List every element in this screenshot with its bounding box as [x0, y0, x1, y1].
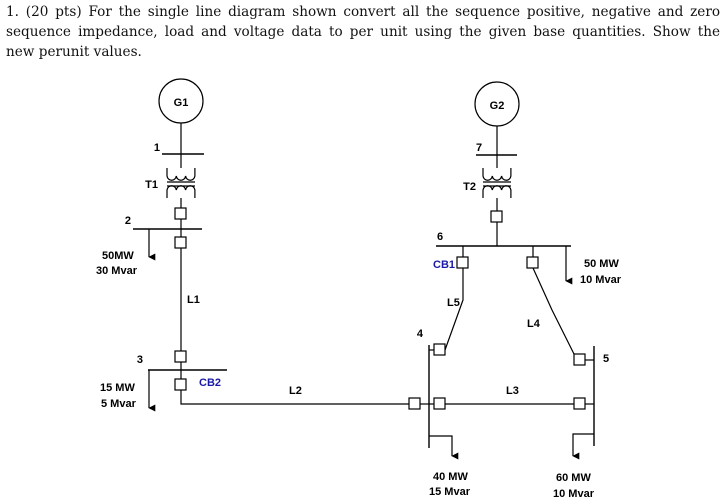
load-arrow-bus-4: [429, 435, 459, 460]
bus-7-label: 7: [476, 142, 482, 154]
problem-line-3: new perunit values.: [6, 44, 142, 60]
problem-statement: 1. (20 pts) For the single line diagram …: [6, 2, 720, 62]
bus-6-label: 6: [437, 231, 443, 243]
load-bus-6-q: 10 Mvar: [580, 274, 622, 286]
breaker-box: [490, 210, 503, 223]
breaker-box: [433, 343, 446, 356]
bus-3-label: 3: [137, 354, 143, 366]
breaker-box: [573, 353, 586, 366]
t1-label: T1: [145, 179, 158, 191]
load-bus-2-p: 50MW: [102, 250, 134, 262]
transformer-t2: [482, 168, 512, 198]
load-bus-5-q: 10 Mvar: [553, 488, 595, 500]
load-bus-4-p: 40 MW: [433, 471, 468, 483]
bus-1-label: 1: [154, 142, 160, 154]
bus-2-label: 2: [125, 215, 131, 227]
l4-label: L4: [527, 318, 541, 330]
load-bus-4-q: 15 Mvar: [429, 486, 471, 498]
l3-label: L3: [506, 385, 519, 397]
breaker-box: [174, 207, 187, 220]
l5-label: L5: [447, 297, 460, 309]
transformer-t1: [166, 168, 196, 198]
load-bus-2-q: 30 Mvar: [96, 265, 138, 277]
generator-g2: G2: [474, 81, 520, 127]
breaker-box: [433, 397, 446, 410]
t2-label: T2: [463, 181, 476, 193]
line-l5: [444, 268, 464, 351]
cb2-label: CB2: [199, 377, 221, 389]
breaker-box: [408, 397, 421, 410]
l1-label: L1: [187, 294, 200, 306]
breaker-box: [573, 397, 586, 410]
bus-4-label: 4: [417, 328, 424, 340]
g1-label: G1: [174, 97, 189, 109]
g2-label: G2: [490, 100, 505, 112]
breaker-box: [174, 236, 187, 249]
breaker-cb2: [174, 378, 187, 391]
line-l2: [180, 390, 409, 405]
breaker-cb1: [456, 256, 469, 269]
breaker-box: [526, 256, 539, 269]
load-bus-5-p: 60 MW: [556, 472, 591, 484]
bus-5-label: 5: [603, 353, 609, 365]
l2-label: L2: [289, 385, 302, 397]
load-arrow-bus-5: [572, 433, 594, 460]
cb1-label: CB1: [433, 259, 455, 271]
problem-line-1: 1. (20 pts) For the single line diagram …: [6, 4, 720, 20]
problem-line-2: sequence impedance, load and voltage dat…: [6, 24, 720, 40]
load-bus-3-p: 15 MW: [100, 382, 135, 394]
load-bus-3-q: 5 Mvar: [101, 398, 137, 410]
generator-g1: G1: [158, 78, 204, 124]
load-bus-6-p: 50 MW: [584, 258, 619, 270]
line-l4: [532, 267, 575, 355]
breaker-box: [174, 350, 187, 363]
